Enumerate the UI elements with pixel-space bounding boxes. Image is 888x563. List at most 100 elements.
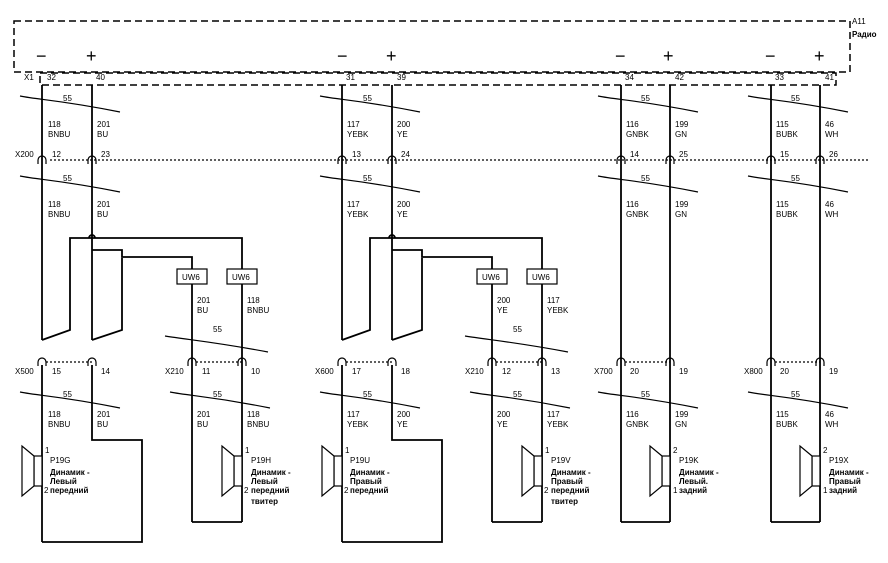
wire-color: YE [397, 210, 408, 219]
uw6-box: UW6 [476, 268, 508, 285]
wire-color: BNBU [48, 130, 70, 139]
pin-number: 12 [52, 150, 61, 159]
wire-color: BNBU [247, 420, 269, 429]
wire-color: BNBU [247, 306, 269, 315]
wire-color: BUBK [776, 420, 798, 429]
connector-label: X210 [465, 367, 484, 376]
wire-number: 116 [626, 120, 639, 129]
lower-terminal-marks [37, 357, 825, 366]
twist-label: 55 [363, 94, 372, 103]
pin-number: 15 [52, 367, 61, 376]
speaker-desc: Динамик - [829, 468, 869, 477]
wire-number: 46 [825, 200, 834, 209]
x200-pins: 12 23 13 24 14 25 15 26 [52, 150, 838, 159]
wire-number: 117 [547, 410, 560, 419]
pin-number: 39 [397, 73, 406, 82]
pin-number: 25 [679, 150, 688, 159]
wire-color: BNBU [48, 210, 70, 219]
twist-label: 55 [641, 174, 650, 183]
speaker-desc: Левый. [679, 477, 708, 486]
speaker-pin: 1 [673, 486, 678, 495]
twist-label: 55 [213, 390, 222, 399]
wire-color: WH [825, 210, 839, 219]
speaker-desc: Динамик - [50, 468, 90, 477]
wire-number: 201 [97, 200, 111, 209]
connector-label: X500 [15, 367, 34, 376]
wire-labels-middle: 118 BNBU 201 BU 117 YEBK 200 YE 116 GNBK… [48, 200, 839, 219]
speaker-icon [533, 455, 543, 487]
speaker-icon [661, 455, 671, 487]
pin-number: 19 [829, 367, 838, 376]
connector-label: X800 [744, 367, 763, 376]
speaker-id: P19X [829, 456, 849, 465]
wire-number: 118 [247, 296, 260, 305]
speaker-desc: задний [829, 486, 857, 495]
wire-color: GN [675, 210, 687, 219]
wire-color: BU [97, 130, 108, 139]
wire-number: 200 [397, 410, 411, 419]
uw6-box: UW6 [226, 268, 258, 285]
wire-number: 201 [97, 410, 111, 419]
wire-color: GNBK [626, 210, 649, 219]
uw6-box: UW6 [176, 268, 208, 285]
twist-label: 55 [363, 390, 372, 399]
speaker-id: P19H [251, 456, 271, 465]
pin-number: 42 [675, 73, 684, 82]
x1-connector-outline [39, 72, 837, 86]
speaker-icon [333, 455, 343, 487]
lower-connector-labels: X500 15 14 X210 11 10 X600 17 18 X210 12… [15, 367, 838, 376]
wire-number: 115 [776, 200, 789, 209]
radio-module-outline [13, 20, 851, 73]
uw6-label: UW6 [232, 273, 250, 282]
wire-number: 201 [97, 120, 111, 129]
speaker-desc: Левый [50, 477, 77, 486]
speaker-desc: Левый [251, 477, 278, 486]
twist-label: 55 [63, 174, 72, 183]
speaker-id: P19K [679, 456, 699, 465]
speaker-p19u: 1 2 P19U Динамик - Правый передний [321, 444, 390, 498]
x1-label: X1 [24, 73, 34, 82]
speaker-pin: 1 [45, 446, 50, 455]
pin-number: 23 [101, 150, 110, 159]
uw6-twist: 55 55 [164, 325, 569, 353]
wire-color: YE [497, 306, 508, 315]
plus-symbol: + [814, 46, 825, 66]
uw6-wire-labels: 201 BU 118 BNBU 200 YE 117 YEBK [197, 296, 569, 315]
pin-number: 13 [551, 367, 560, 376]
wire-color: BU [97, 420, 108, 429]
wire-number: 199 [675, 120, 689, 129]
plus-symbol: + [663, 46, 674, 66]
pin-number: 19 [679, 367, 688, 376]
twist-label: 55 [791, 390, 800, 399]
pin-number: 18 [401, 367, 410, 376]
wire-labels-lower: 118 BNBU 201 BU 201 BU 118 BNBU 117 YEBK… [48, 410, 839, 429]
speaker-pin: 2 [244, 486, 249, 495]
twist-label: 55 [63, 390, 72, 399]
twist-label: 55 [791, 94, 800, 103]
wire-color: YEBK [547, 420, 569, 429]
wire-color: BU [197, 420, 208, 429]
pin-number: 14 [630, 150, 639, 159]
pin-number: 11 [202, 367, 211, 376]
pin-number: 20 [780, 367, 789, 376]
wire-color: YEBK [347, 130, 369, 139]
uw6-label: UW6 [482, 273, 500, 282]
pin-number: 26 [829, 150, 838, 159]
speaker-desc: передний [551, 486, 589, 495]
twist-labels: 55 55 55 55 55 55 55 55 [63, 94, 800, 183]
speaker-pin: 1 [345, 446, 350, 455]
connector-label: X700 [594, 367, 613, 376]
wire-color: WH [825, 130, 839, 139]
speaker-p19h: 1 2 P19H Динамик - Левый передний твитер [221, 444, 291, 506]
radio-terminal-symbols: − + − + − + − + [36, 46, 825, 66]
twist-label: 55 [363, 174, 372, 183]
pin-number: 33 [775, 73, 784, 82]
twist-label: 55 [213, 325, 222, 334]
wire-number: 200 [397, 120, 411, 129]
speaker-cone [21, 444, 35, 498]
lower-twist-markers: 55 55 55 55 55 55 [19, 390, 849, 409]
pin-number: 15 [780, 150, 789, 159]
wire-number: 46 [825, 120, 834, 129]
speaker-desc: Правый [829, 477, 861, 486]
